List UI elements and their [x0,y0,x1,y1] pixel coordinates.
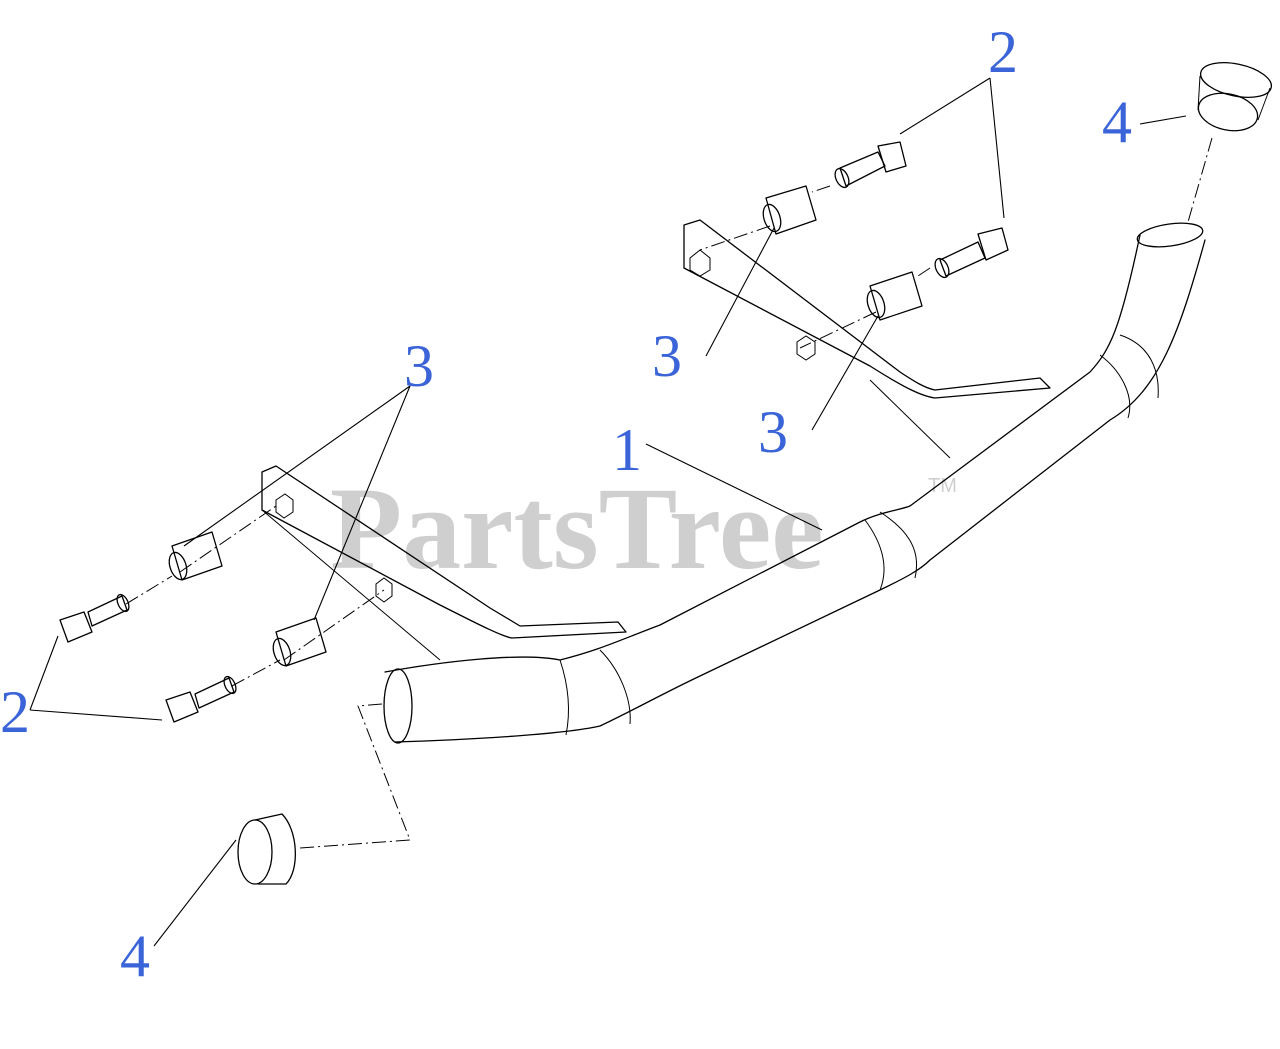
bolt-left-lower [165,675,237,723]
assembly-lines [125,137,1213,849]
insert-left-b [272,617,327,667]
bolt-left-upper [59,593,130,643]
left-bracket [261,465,627,661]
bolt-top-upper [834,141,907,189]
callout-2-left: 2 [0,679,30,745]
bumper-tube [383,222,1206,744]
callout-4-bottom: 4 [120,923,150,989]
callout-3-top-b: 3 [758,399,788,465]
watermark-trademark: TM [928,475,957,497]
insert-top-b [866,271,923,321]
callout-4-top: 4 [1102,89,1132,155]
right-bracket-hole-lower [796,335,816,361]
leader-lines [29,77,1187,947]
end-plug-top [1197,62,1273,132]
insert-top-a [762,185,817,235]
bolt-top-lower [934,227,1009,279]
left-bracket-hole-upper [275,493,294,519]
left-bracket-hole-lower [375,577,393,603]
watermark: PartsTree TM [330,463,957,594]
callout-2-top: 2 [988,19,1018,85]
end-plug-bottom [237,813,296,885]
insert-left-a [168,531,223,581]
callout-3-left: 3 [404,333,434,399]
watermark-text: PartsTree [330,463,824,594]
callout-3-top-a: 3 [652,323,682,389]
right-bracket-hole-upper [689,249,711,277]
callout-1: 1 [612,417,642,483]
callouts: 1 2 2 3 3 3 4 4 [0,19,1132,989]
